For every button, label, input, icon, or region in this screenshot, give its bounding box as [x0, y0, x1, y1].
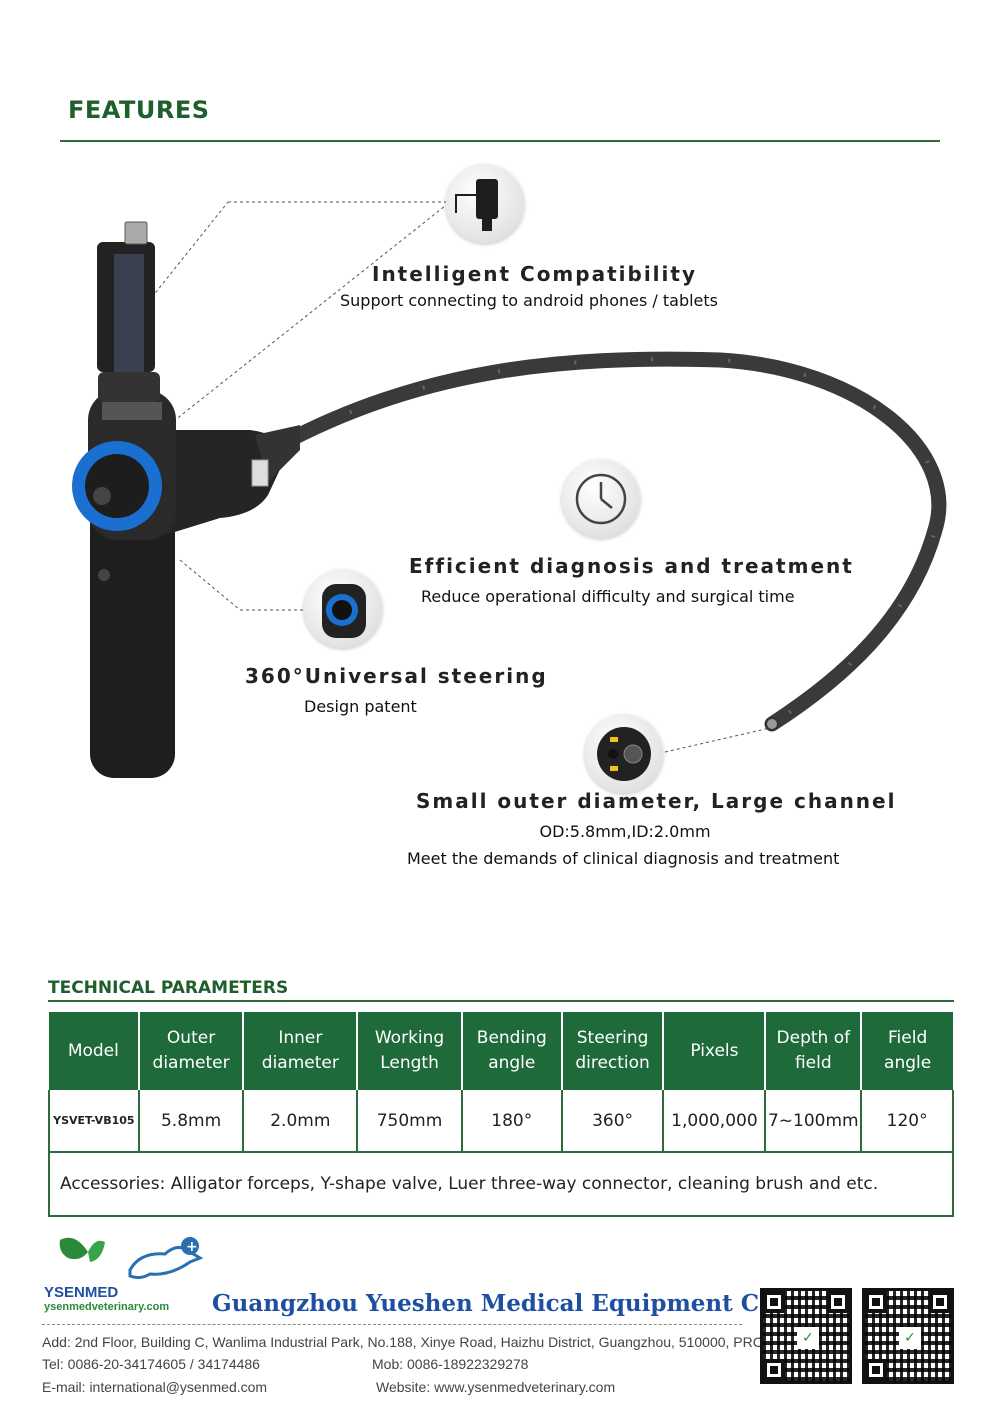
- cell-steering-direction: 360°: [561, 1090, 665, 1153]
- cell-field-angle: 120°: [861, 1090, 954, 1153]
- feature-4-text-1: OD:5.8mm,ID:2.0mm: [539, 822, 711, 841]
- feature-3-text: Design patent: [304, 697, 417, 716]
- logo-name: YSENMED: [44, 1284, 119, 1301]
- camera-tip-icon: [585, 715, 663, 793]
- accessories-text: Accessories: Alligator forceps, Y-shape …: [48, 1152, 954, 1217]
- company-mob: Mob: 0086-18922329278: [372, 1356, 529, 1372]
- company-logo: +: [59, 1237, 204, 1280]
- feature-4-title: Small outer diameter, Large channel: [416, 789, 897, 813]
- endoscope-illustration: [72, 201, 947, 778]
- company-address: Add: 2nd Floor, Building C, Wanlima Indu…: [42, 1334, 763, 1350]
- table-row: YSVET-VB105 5.8mm 2.0mm 750mm 180° 360° …: [48, 1090, 954, 1153]
- feature-2-title: Efficient diagnosis and treatment: [409, 554, 854, 578]
- technical-divider: [48, 1000, 954, 1002]
- cell-working-length: 750mm: [357, 1090, 463, 1153]
- company-email: E-mail: international@ysenmed.com: [42, 1379, 268, 1395]
- header-pixels: Pixels: [663, 1012, 767, 1090]
- feature-1-title: Intelligent Compatibility: [372, 262, 697, 286]
- cell-pixels: 1,000,000: [663, 1090, 767, 1153]
- phone-holder-icon: [446, 165, 524, 243]
- company-tel: Tel: 0086-20-34174605 / 34174486: [42, 1356, 260, 1372]
- company-name: Guangzhou Yueshen Medical Equipment Co.,…: [212, 1290, 841, 1317]
- footer-divider: [42, 1324, 742, 1325]
- feature-4-text-2: Meet the demands of clinical diagnosis a…: [407, 849, 840, 868]
- steering-wheel-icon: [304, 570, 382, 648]
- feature-2-text: Reduce operational difficulty and surgic…: [421, 587, 795, 606]
- features-title: FEATURES: [68, 96, 210, 124]
- cell-model: YSVET-VB105: [48, 1090, 140, 1153]
- feature-3-title: 360°Universal steering: [245, 664, 548, 688]
- qr-code-1: ✓: [760, 1288, 852, 1384]
- feature-1-text: Support connecting to android phones / t…: [340, 291, 718, 310]
- technical-parameters-title: TECHNICAL PARAMETERS: [48, 978, 289, 998]
- cell-outer-diameter: 5.8mm: [138, 1090, 245, 1153]
- company-website: Website: www.ysenmedveterinary.com: [376, 1379, 616, 1395]
- features-divider: [60, 140, 940, 142]
- qr-code-2: ✓: [862, 1288, 954, 1384]
- logo-url: ysenmedveterinary.com: [44, 1301, 170, 1313]
- clock-icon: [562, 460, 640, 538]
- header-model: Model: [49, 1012, 140, 1090]
- cell-inner-diameter: 2.0mm: [243, 1090, 359, 1153]
- cell-bending-angle: 180°: [461, 1090, 563, 1153]
- cell-depth-of-field: 7~100mm: [765, 1090, 863, 1153]
- accessories-row: Accessories: Alligator forceps, Y-shape …: [48, 1152, 954, 1217]
- svg-text:+: +: [186, 1239, 198, 1255]
